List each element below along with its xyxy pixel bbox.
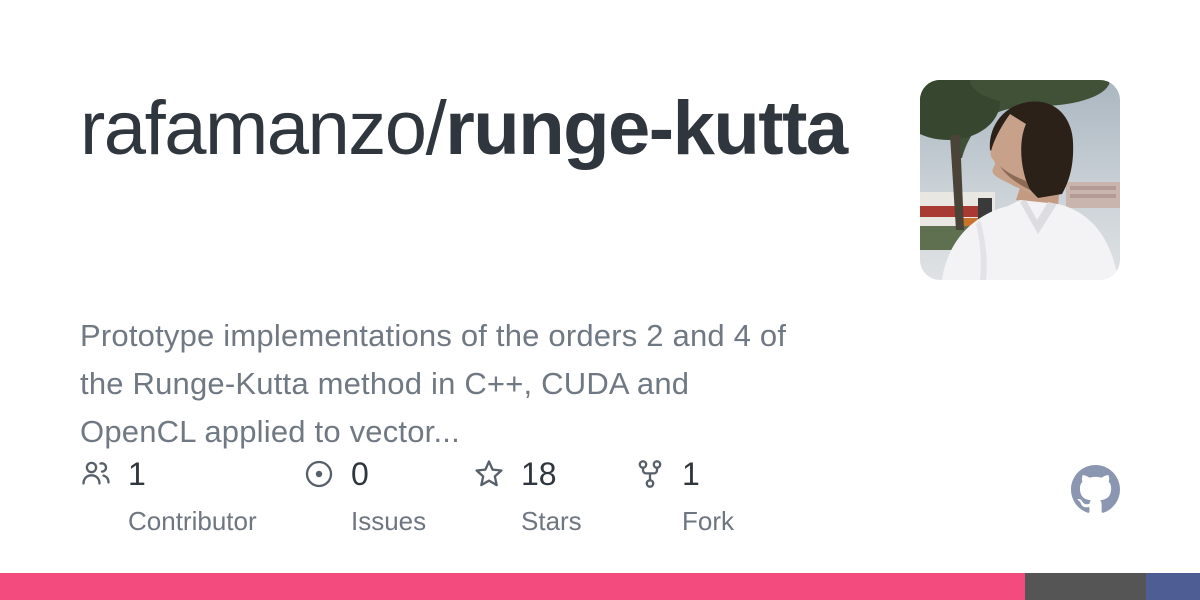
forks-count: 1 <box>682 456 700 492</box>
fork-icon <box>638 460 662 488</box>
language-segment <box>1145 573 1200 600</box>
avatar <box>920 80 1120 280</box>
language-segment <box>1024 573 1146 600</box>
stat-contributors: 1 Contributor <box>80 456 257 534</box>
people-icon <box>82 461 110 485</box>
issue-opened-icon <box>305 460 333 488</box>
forks-label: Fork <box>682 506 734 536</box>
repo-name: runge-kutta <box>445 86 848 171</box>
contributors-count: 1 <box>128 456 146 492</box>
star-icon <box>475 460 503 487</box>
stat-forks: 1 Fork <box>634 456 734 534</box>
github-logo-icon <box>1071 465 1120 513</box>
repo-owner: rafamanzo/ <box>80 86 447 171</box>
stat-issues: 0 Issues <box>303 456 426 534</box>
repo-description: Prototype implementations of the orders … <box>80 318 787 449</box>
stars-count: 18 <box>521 456 557 492</box>
contributors-label: Contributor <box>128 506 257 536</box>
avatar-photo <box>920 80 1120 280</box>
issues-count: 0 <box>351 456 369 492</box>
issues-label: Issues <box>351 506 427 536</box>
stars-label: Stars <box>521 506 582 536</box>
stat-stars: 18 Stars <box>473 456 582 534</box>
language-segment <box>0 573 1025 600</box>
repo-title: rafamanzo/runge-kutta <box>80 86 860 172</box>
language-bar <box>0 573 1200 600</box>
